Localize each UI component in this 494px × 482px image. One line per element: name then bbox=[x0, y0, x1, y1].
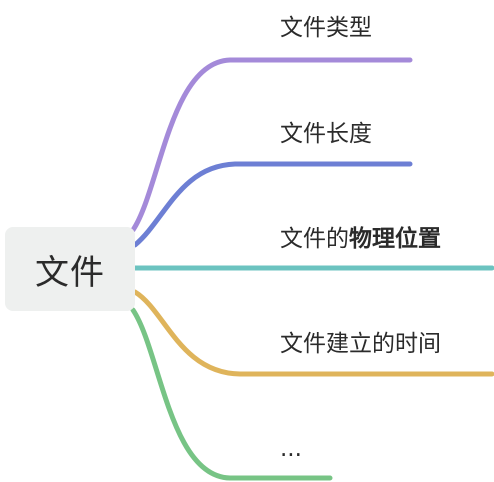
branch-file-length-label: 文件长度 bbox=[280, 121, 372, 147]
branch-line-creation-time bbox=[132, 289, 494, 377]
branch-physical-location-prefix: 文件的 bbox=[280, 226, 349, 252]
root-node[interactable]: 文件 bbox=[5, 227, 135, 311]
branch-file-type-label: 文件类型 bbox=[280, 15, 372, 41]
root-label: 文件 bbox=[35, 252, 105, 293]
branch-line-more bbox=[130, 307, 333, 481]
branch-physical-location[interactable]: 文件的物理位置 bbox=[280, 228, 441, 251]
branch-creation-time[interactable]: 文件建立的时间 bbox=[280, 333, 441, 356]
branch-line-file-length bbox=[132, 161, 413, 248]
branch-file-length[interactable]: 文件长度 bbox=[280, 123, 372, 146]
branch-line-file-type bbox=[130, 57, 413, 233]
branch-physical-location-bold: 物理位置 bbox=[349, 226, 441, 252]
branch-more[interactable]: ... bbox=[280, 438, 302, 461]
branch-file-type[interactable]: 文件类型 bbox=[280, 17, 372, 40]
branch-more-label: ... bbox=[280, 436, 302, 462]
branch-creation-time-label: 文件建立的时间 bbox=[280, 331, 441, 357]
